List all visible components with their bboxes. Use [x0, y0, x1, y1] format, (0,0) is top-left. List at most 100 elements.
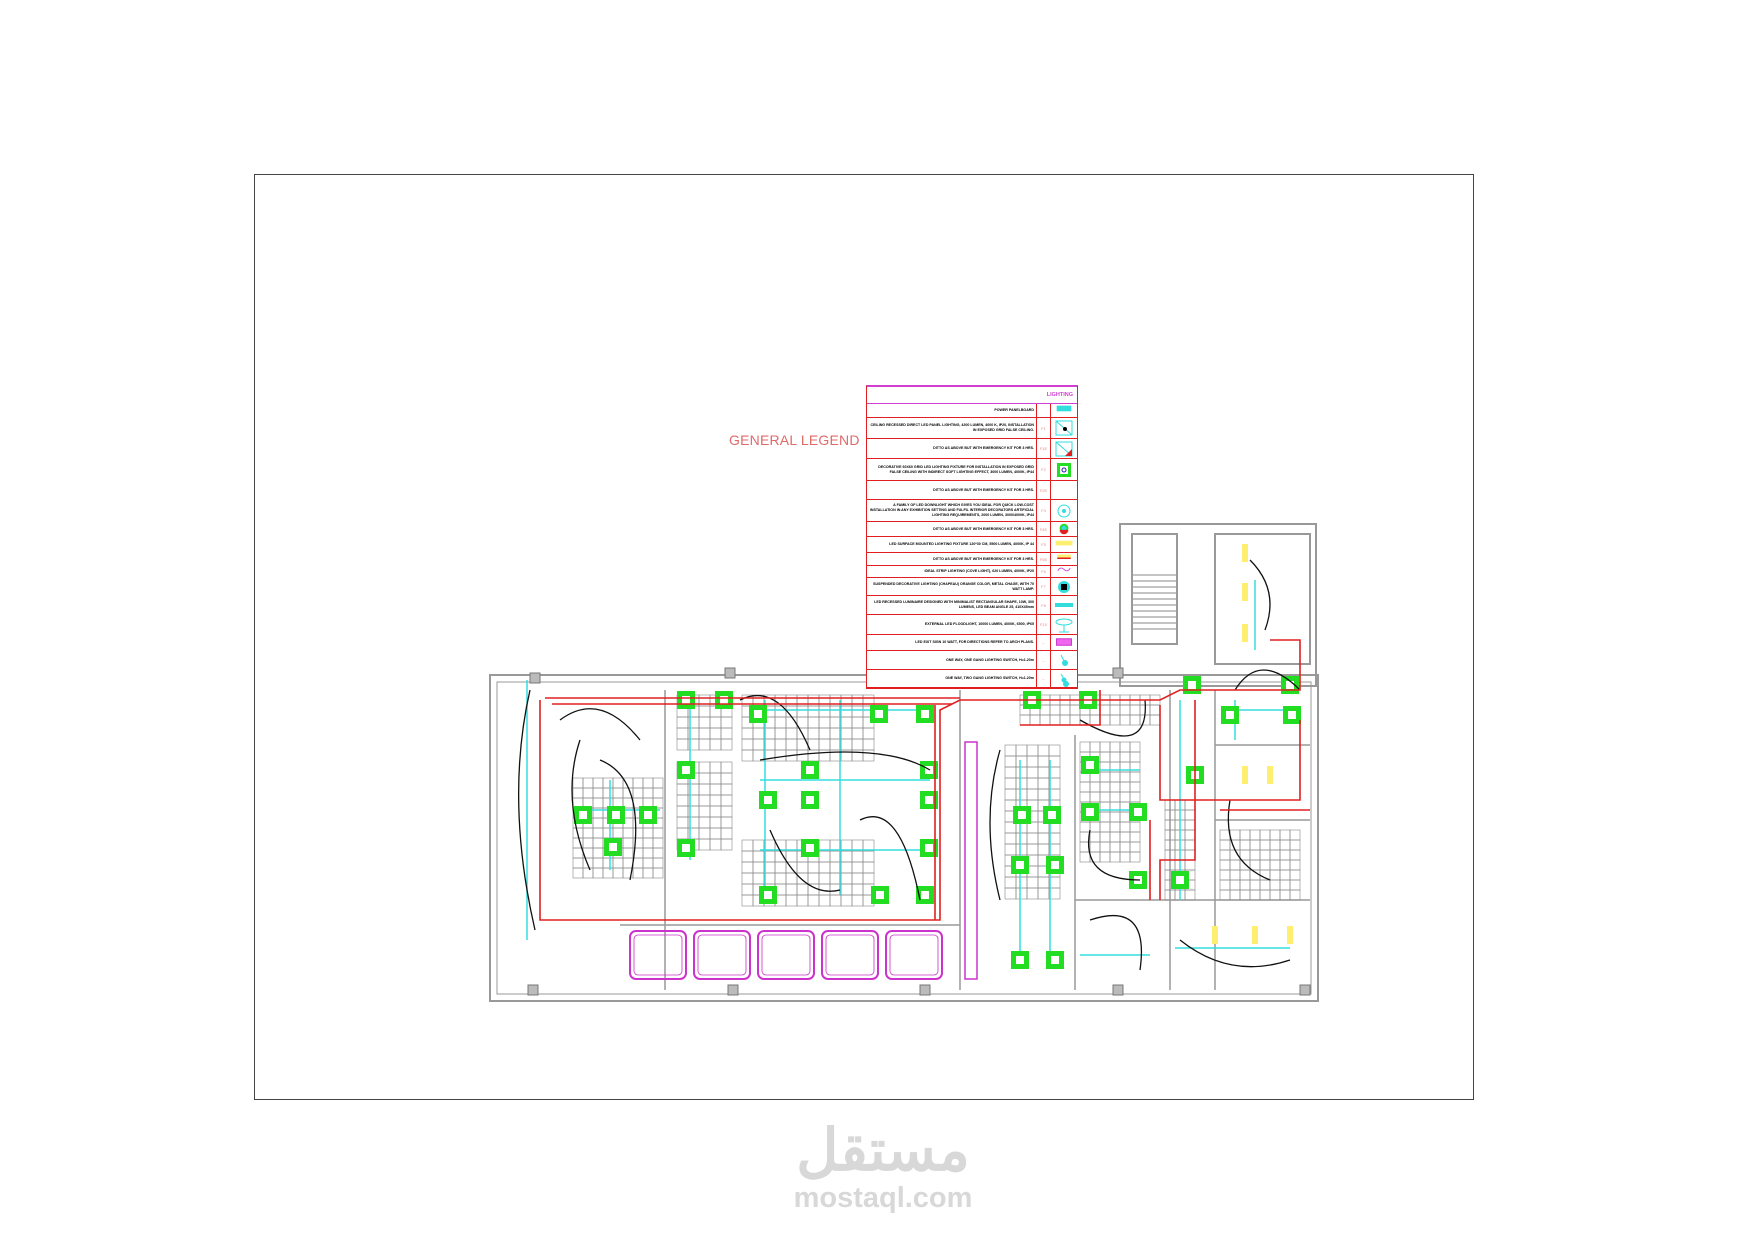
ceiling-tile — [1004, 832, 1017, 845]
ceiling-tile — [774, 861, 787, 874]
ceiling-tile — [785, 872, 798, 885]
ceiling-tile — [1279, 849, 1291, 861]
fixture-center — [1018, 811, 1026, 819]
decorative-grid-icon — [1051, 459, 1077, 480]
ceiling-tile — [572, 867, 584, 879]
legend-row-f2e: DITTO AS ABOVE BUT WITH EMERGENCY KIT FO… — [867, 481, 1077, 500]
ceiling-tile — [1149, 704, 1161, 716]
ceiling-tile — [807, 861, 820, 874]
ceiling-tile — [1026, 744, 1039, 757]
ceiling-tile — [1119, 831, 1131, 843]
fixture-center — [682, 696, 690, 704]
ceiling-tile — [698, 761, 711, 774]
ceiling-tile — [632, 777, 644, 789]
legend-code: F2E — [1037, 481, 1051, 499]
ceiling-tile — [582, 867, 594, 879]
legend-row-f1e: DITTO AS ABOVE BUT WITH EMERGENCY KIT FO… — [867, 439, 1077, 459]
ceiling-tile — [642, 837, 654, 849]
circuit-arc — [1089, 915, 1142, 971]
circuit-arc — [859, 816, 921, 901]
ceiling-tile — [572, 857, 584, 869]
ceiling-tile — [1015, 876, 1028, 889]
ceiling-tile — [1037, 788, 1050, 801]
cove-strip-vertical — [964, 741, 978, 980]
ceiling-tile — [1026, 832, 1039, 845]
legend-row-f4e: DITTO AS ABOVE BUT WITH EMERGENCY KIT FO… — [867, 522, 1077, 537]
ceiling-tile — [720, 816, 733, 829]
ceiling-tile — [592, 797, 604, 809]
ceiling-tile — [709, 716, 722, 729]
ceiling-tile — [1099, 811, 1111, 823]
ceiling-tile — [652, 837, 664, 849]
led-panel-emergency-icon — [1051, 439, 1077, 458]
ceiling-tile — [1184, 859, 1196, 871]
legend-description: A FAMILY OF LED DOWNLIGHT WHICH GIVES YO… — [867, 500, 1037, 521]
ceiling-tile — [785, 894, 798, 907]
ceiling-tile — [622, 827, 634, 839]
ceiling-tile — [1069, 714, 1081, 726]
lighting-legend-table: LIGHTING POWER PANELBOARD CEILING RECESS… — [866, 385, 1078, 689]
ceiling-tile — [1026, 766, 1039, 779]
ceiling-tile — [1039, 704, 1051, 716]
column — [727, 984, 739, 996]
ceiling-tile — [1259, 879, 1271, 891]
ceiling-tile — [1019, 714, 1031, 726]
ceiling-tile — [582, 837, 594, 849]
ceiling-tile — [1089, 781, 1101, 793]
ceiling-tile — [829, 894, 842, 907]
ceiling-tile — [676, 794, 689, 807]
ceiling-tile — [796, 705, 809, 718]
ceiling-tile — [582, 777, 594, 789]
legend-code: F8 — [1037, 596, 1051, 614]
circuit-arc — [518, 689, 536, 931]
ceiling-tile — [582, 827, 594, 839]
strip-icon — [1051, 566, 1077, 577]
surface-fixture — [1242, 583, 1248, 601]
ceiling-tile — [1249, 889, 1261, 901]
ceiling-tile — [796, 749, 809, 762]
ceiling-tile — [840, 883, 853, 896]
ceiling-tile — [1099, 821, 1111, 833]
wall — [1119, 523, 1317, 687]
ceiling-tile — [676, 827, 689, 840]
ceiling-tile — [818, 872, 831, 885]
ceiling-tile — [652, 847, 664, 859]
ceiling-tile — [1269, 889, 1281, 901]
ceiling-tile — [612, 787, 624, 799]
ceiling-tile — [1089, 791, 1101, 803]
ceiling-tile — [602, 867, 614, 879]
ceiling-tile — [1259, 849, 1271, 861]
ceiling-tile — [698, 716, 711, 729]
red-wiring — [1159, 700, 1196, 900]
cove-strip — [629, 930, 687, 980]
ceiling-tile — [851, 716, 864, 729]
fixture-center — [921, 891, 929, 899]
ceiling-tile — [796, 894, 809, 907]
watermark-latin: mostaql.com — [793, 1182, 973, 1214]
ceiling-tile — [1219, 859, 1231, 871]
ceiling-tile — [1289, 889, 1301, 901]
ceiling-tile — [1004, 744, 1017, 757]
ceiling-tile — [1004, 843, 1017, 856]
ceiling-tile — [1049, 704, 1061, 716]
ceiling-tile — [709, 772, 722, 785]
ceiling-tile — [1015, 755, 1028, 768]
ceiling-tile — [720, 838, 733, 851]
ceiling-tile — [862, 749, 875, 762]
ceiling-tile — [709, 838, 722, 851]
ceiling-tile — [1259, 839, 1271, 851]
ceiling-tile — [652, 777, 664, 789]
ceiling-tile — [818, 850, 831, 863]
legend-code: -- — [1037, 635, 1051, 650]
red-wiring — [539, 639, 1301, 921]
ceiling-tile — [592, 857, 604, 869]
ceiling-tile — [1079, 791, 1091, 803]
ceiling-tile — [818, 861, 831, 874]
fixture-center — [1016, 956, 1024, 964]
ceiling-tile — [774, 727, 787, 740]
ceiling-tile — [1269, 829, 1281, 841]
linear-icon — [1051, 596, 1077, 614]
ceiling-tile — [851, 705, 864, 718]
ceiling-tile — [1229, 869, 1241, 881]
legend-code: F4 — [1037, 500, 1051, 521]
